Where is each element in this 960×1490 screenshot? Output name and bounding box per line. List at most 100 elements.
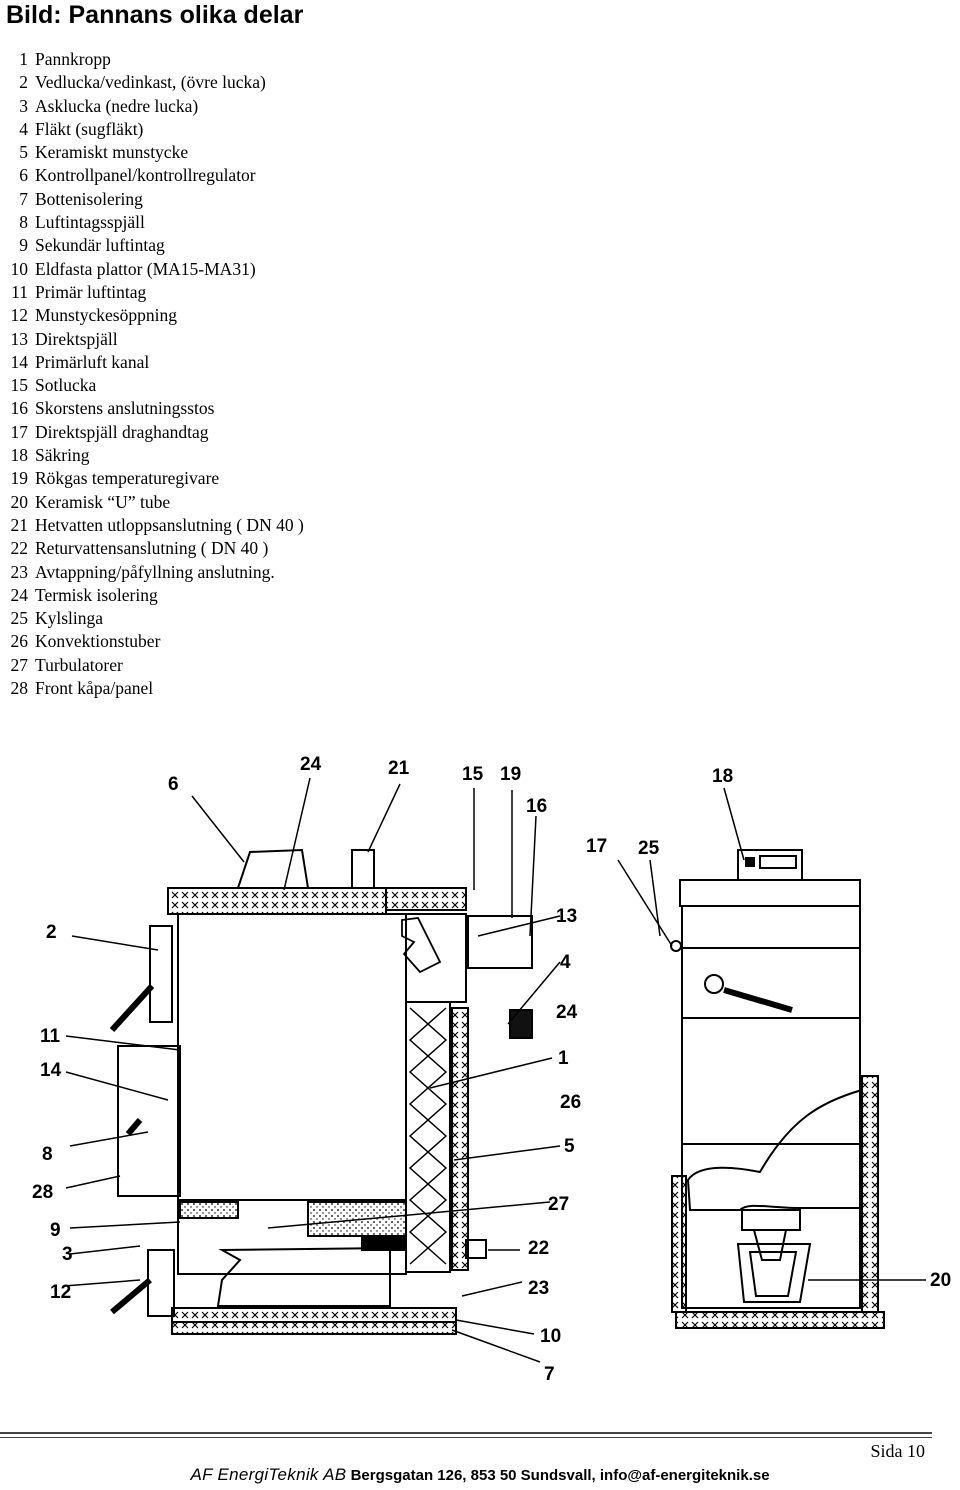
part-label: Direktspjäll <box>35 328 118 349</box>
part-number: 17 <box>10 421 29 442</box>
part-number: 20 <box>10 491 29 512</box>
callout-19: 19 <box>500 764 521 785</box>
callout-22: 22 <box>528 1238 549 1259</box>
parts-list-item: 10 Eldfasta plattor (MA15-MA31) <box>0 258 420 281</box>
footer: AF EnergiTeknik AB Bergsgatan 126, 853 5… <box>0 1465 960 1485</box>
callout-21: 21 <box>388 758 410 779</box>
parts-list-item: 28 Front kåpa/panel <box>0 677 420 700</box>
part-label: Turbulatorer <box>35 654 123 675</box>
part-label: Sotlucka <box>35 375 97 396</box>
part-label: Primär luftintag <box>35 281 147 302</box>
part-number: 11 <box>11 281 28 302</box>
parts-list-item: 17 Direktspjäll draghandtag <box>0 421 420 444</box>
callout-3: 3 <box>62 1244 73 1265</box>
parts-list-item: 11 Primär luftintag <box>0 281 420 304</box>
callout-13: 13 <box>556 906 577 927</box>
part-label: Hetvatten utloppsanslutning ( DN 40 ) <box>35 514 304 535</box>
callout-2: 2 <box>46 922 57 943</box>
callout-24: 24 <box>300 754 322 775</box>
part-number: 25 <box>10 608 29 629</box>
part-label: Fläkt (sugfläkt) <box>35 118 144 139</box>
parts-list-item: 22 Returvattensanslutning ( DN 40 ) <box>0 537 420 560</box>
part-number: 18 <box>10 445 29 466</box>
part-number: 14 <box>10 351 29 372</box>
callout-28: 28 <box>32 1182 53 1203</box>
parts-list-item: 26 Konvektionstuber <box>0 630 420 653</box>
part-label: Sekundär luftintag <box>35 235 165 256</box>
parts-list-item: 6 Kontrollpanel/kontrollregulator <box>0 164 420 187</box>
callout-labels: 24 21 15 19 16 6 18 17 25 2 13 4 24 11 1… <box>32 754 951 1385</box>
parts-list-item: 15 Sotlucka <box>0 374 420 397</box>
part-number: 23 <box>10 561 29 582</box>
callout-10: 10 <box>540 1326 561 1347</box>
part-number: 26 <box>10 631 29 652</box>
part-label: Rökgas temperaturegivare <box>35 468 220 489</box>
parts-list-item: 24 Termisk isolering <box>0 584 420 607</box>
callout-27: 27 <box>548 1194 569 1215</box>
part-number: 15 <box>10 375 29 396</box>
footer-address: Bergsgatan 126, 853 50 Sundsvall, <box>350 1467 596 1484</box>
part-label: Termisk isolering <box>35 584 158 605</box>
parts-list-item: 18 Säkring <box>0 444 420 467</box>
part-number: 24 <box>10 584 29 605</box>
part-number: 28 <box>10 678 29 699</box>
leader-lines <box>63 777 926 1363</box>
parts-list-item: 5 Keramiskt munstycke <box>0 141 420 164</box>
footer-email: info@af-energiteknik.se <box>599 1467 770 1484</box>
page-number: Sida 10 <box>870 1441 925 1461</box>
part-number: 22 <box>10 538 29 559</box>
callout-8: 8 <box>42 1144 53 1165</box>
part-number: 6 <box>19 165 28 186</box>
part-number: 27 <box>10 654 29 675</box>
callout-12: 12 <box>50 1282 71 1303</box>
parts-list-item: 27 Turbulatorer <box>0 654 420 677</box>
part-label: Skorstens anslutningsstos <box>35 398 215 419</box>
part-number: 2 <box>19 72 28 93</box>
footer-rule-thin <box>0 1437 932 1438</box>
part-number: 1 <box>19 49 28 69</box>
part-number: 21 <box>10 514 29 535</box>
part-label: Bottenisolering <box>35 188 143 209</box>
callout-26: 26 <box>560 1092 581 1113</box>
part-label: Returvattensanslutning ( DN 40 ) <box>35 538 269 559</box>
callout-1: 1 <box>558 1048 569 1069</box>
part-label: Luftintagsspjäll <box>35 212 145 233</box>
part-label: Front kåpa/panel <box>35 678 154 699</box>
part-label: Säkring <box>35 445 90 466</box>
callout-18: 18 <box>712 766 733 787</box>
callout-7: 7 <box>544 1364 555 1385</box>
page-title: Bild: Pannans olika delar <box>6 1 304 29</box>
parts-list-item: 9 Sekundär luftintag <box>0 234 420 257</box>
part-number: 7 <box>19 188 28 209</box>
part-number: 12 <box>10 305 29 326</box>
part-number: 9 <box>19 235 28 256</box>
footer-company: AF EnergiTeknik AB <box>190 1465 347 1484</box>
part-number: 10 <box>10 258 29 279</box>
part-label: Eldfasta plattor (MA15-MA31) <box>35 258 256 279</box>
callout-9: 9 <box>50 1220 61 1241</box>
part-label: Konvektionstuber <box>35 631 161 652</box>
part-number: 16 <box>10 398 29 419</box>
part-number: 5 <box>19 142 28 163</box>
part-number: 8 <box>19 212 28 233</box>
callout-23: 23 <box>528 1278 549 1299</box>
callout-4: 4 <box>560 952 571 973</box>
part-label: Keramisk “U” tube <box>35 491 171 512</box>
part-label: Kontrollpanel/kontrollregulator <box>35 165 256 186</box>
part-number: 13 <box>10 328 29 349</box>
part-label: Kylslinga <box>35 608 104 629</box>
footer-rule <box>0 1432 932 1434</box>
part-label: Direktspjäll draghandtag <box>35 421 209 442</box>
parts-list-item: 25 Kylslinga <box>0 607 420 630</box>
parts-list-item: 16 Skorstens anslutningsstos <box>0 397 420 420</box>
part-label: Keramiskt munstycke <box>35 142 189 163</box>
callout-17: 17 <box>586 836 607 857</box>
callout-16: 16 <box>526 796 547 817</box>
